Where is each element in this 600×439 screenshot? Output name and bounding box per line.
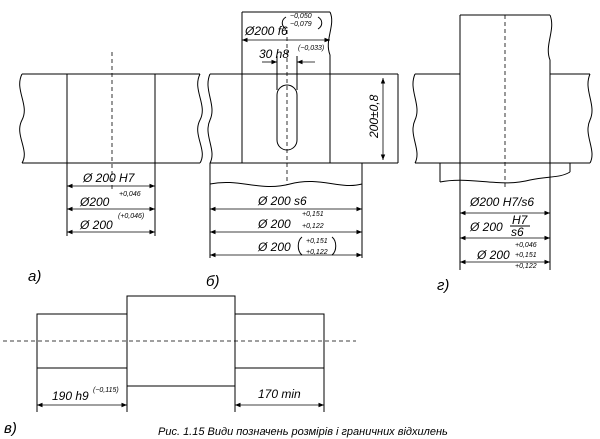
dim-b-shaft-upper: −0,050 <box>290 13 312 20</box>
housing-a <box>19 52 203 236</box>
dim-a2-upper: +0,046 <box>119 191 141 198</box>
panel-v-label: в) <box>4 420 17 437</box>
dim-b-slot-upper: (−0,033) <box>298 45 324 52</box>
panel-b: Ø200 f6 −0,050 −0,079 30 h8 (−0,033) 200… <box>206 11 399 290</box>
dim-g1-base: Ø200 H7/s6 <box>469 195 534 209</box>
panel-b-label: б) <box>206 273 219 290</box>
assembly-g <box>412 14 593 270</box>
stepped-shaft-v <box>3 295 356 387</box>
panel-a-label: а) <box>28 268 41 285</box>
dim-b2-base: Ø 200 <box>257 217 291 231</box>
dim-g3-base: Ø 200 <box>476 248 510 262</box>
dim-a1-base: Ø 200 H7 <box>82 171 136 185</box>
dim-b-shaft-base: Ø200 f6 <box>244 24 288 38</box>
dim-v-right: 170 min <box>258 387 301 401</box>
dim-g3-lower: +0,122 <box>515 263 537 270</box>
housing-b <box>207 30 398 258</box>
dims-a: Ø 200 H7 Ø200 +0,046 Ø 200 (+0,046) <box>67 171 155 235</box>
dim-g3-mid: +0,151 <box>515 252 537 259</box>
dim-b3-base: Ø 200 <box>257 240 291 254</box>
dim-b3-upper: +0,151 <box>306 238 328 245</box>
dim-b2-lower: +0,122 <box>302 223 324 230</box>
dim-g2-base: Ø 200 <box>469 220 503 234</box>
dim-a2-base: Ø200 <box>79 195 110 209</box>
dim-g3-upper: +0,046 <box>515 242 537 249</box>
dim-b1-base: Ø 200 s6 <box>257 194 307 208</box>
dim-b-shaft-lower: −0,079 <box>290 21 312 28</box>
dim-g2-num: H7 <box>512 213 529 227</box>
dim-b2-upper: +0,151 <box>302 211 324 218</box>
panel-g-label: г) <box>437 277 449 294</box>
dim-g2-den: s6 <box>511 225 524 239</box>
dim-b3-lower: +0,122 <box>306 249 328 256</box>
dims-g: Ø200 H7/s6 Ø 200 H7 s6 Ø 200 +0,046 +0,1… <box>460 195 550 270</box>
dim-a3-upper: (+0,046) <box>118 213 144 220</box>
dim-v-left-base: 190 h9 <box>52 389 89 403</box>
dims-v: 190 h9 (−0,115) 170 min <box>36 368 325 412</box>
panel-a: Ø 200 H7 Ø200 +0,046 Ø 200 (+0,046) а) <box>19 52 203 285</box>
figure-caption: Рис. 1.15 Види позначень розмірів і гран… <box>158 426 448 438</box>
dim-b-slot-base: 30 h8 <box>259 47 289 61</box>
dim-a3-base: Ø 200 <box>79 218 113 232</box>
dim-b-length: 200±0,8 <box>367 94 381 139</box>
panel-v: 190 h9 (−0,115) 170 min в) <box>3 295 356 437</box>
dim-v-left-upper: (−0,115) <box>93 387 119 394</box>
panel-g: Ø200 H7/s6 Ø 200 H7 s6 Ø 200 +0,046 +0,1… <box>412 14 593 294</box>
dims-b: Ø200 f6 −0,050 −0,079 30 h8 (−0,033) 200… <box>210 13 399 258</box>
shaft-b <box>241 11 333 163</box>
